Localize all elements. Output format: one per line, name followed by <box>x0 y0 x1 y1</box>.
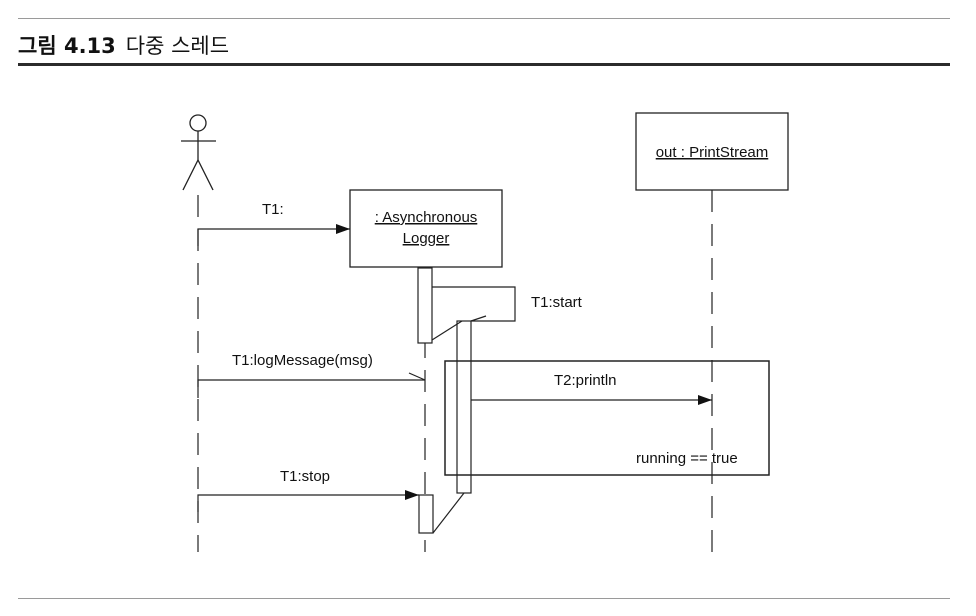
footer-rule <box>18 598 950 599</box>
thread-end-diagonal <box>432 492 465 534</box>
printstream-object-box <box>635 112 789 191</box>
log-message-arrowhead <box>408 372 426 381</box>
loop-guard-label: running == true <box>636 450 738 467</box>
thread-activation-bar <box>456 320 472 494</box>
loop-frame <box>444 360 770 476</box>
printstream-object-label: out : PrintStream <box>656 144 769 161</box>
top-rule <box>18 18 950 19</box>
logger-object-box <box>349 189 503 268</box>
stop-activation-bar <box>418 494 434 534</box>
stop-message-arrow <box>197 490 419 512</box>
println-message-label: T2:println <box>554 372 617 389</box>
logger-object-label-line1: : Asynchronous <box>375 209 478 226</box>
create-message-arrow <box>197 224 350 246</box>
logger-activation-bar <box>417 267 433 344</box>
start-message-arrow <box>432 286 516 322</box>
stop-message-label: T1:stop <box>280 468 330 485</box>
figure-number: 그림 4.13 <box>18 34 116 58</box>
figure-caption: 그림 4.13 다중 스레드 <box>18 30 229 60</box>
logger-object-label-line2: Logger <box>403 230 450 247</box>
figure-title: 다중 스레드 <box>125 34 230 58</box>
caption-underline <box>18 63 950 66</box>
actor-figure <box>181 114 216 191</box>
create-message-label: T1: <box>262 201 284 218</box>
log-message-label: T1:logMessage(msg) <box>232 352 373 369</box>
start-message-diagonal <box>431 320 463 341</box>
start-message-arrowhead-top <box>470 315 487 322</box>
start-message-label: T1:start <box>531 294 583 311</box>
log-message-arrow <box>197 379 425 398</box>
